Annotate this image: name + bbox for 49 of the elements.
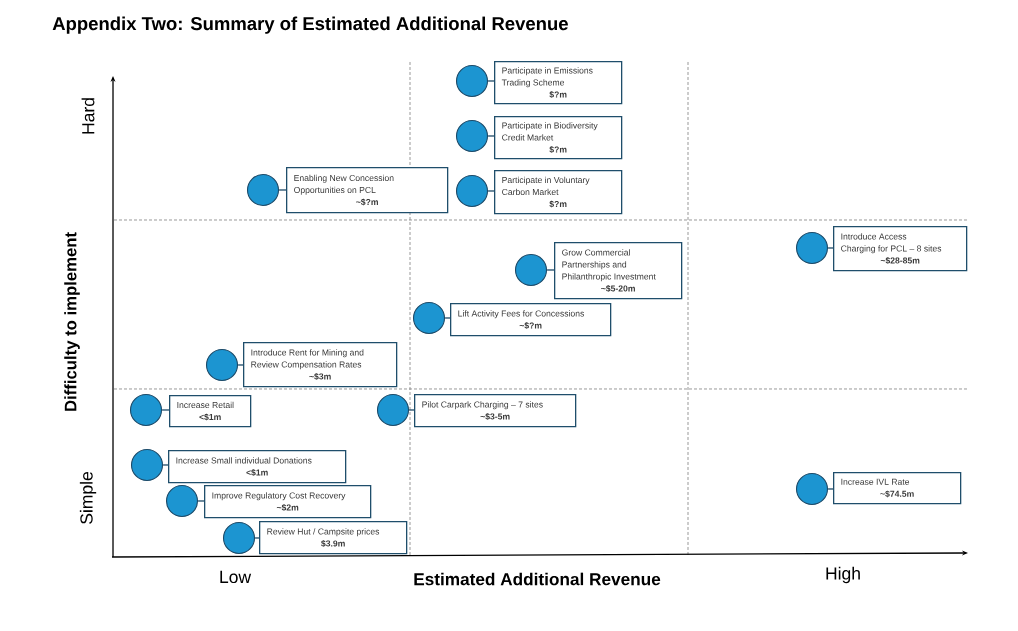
connector-line xyxy=(827,488,834,490)
circle-marker xyxy=(514,253,548,287)
revenue-option-box: Review Hut / Campsite prices $3.9m xyxy=(259,521,408,555)
connector-line xyxy=(237,364,244,366)
connector-line xyxy=(278,189,287,191)
connector-line xyxy=(487,80,495,82)
connector-line xyxy=(161,409,170,411)
revenue-option-box: Pilot Carpark Charging – 7 sites ~$3-5m xyxy=(414,394,577,428)
connector-line xyxy=(197,500,205,502)
revenue-option-box: Introduce Access Charging for PCL – 8 sites ~$28-85m xyxy=(833,226,968,272)
circle-marker xyxy=(795,231,829,265)
revenue-option-box: Participate in Voluntary Carbon Market $?m xyxy=(494,170,623,215)
revenue-option-box: Participate in Biodiversity Credit Market $?m xyxy=(494,116,623,160)
connector-line xyxy=(254,537,260,539)
circle-marker xyxy=(222,521,256,555)
axis-end-label: Simple xyxy=(79,472,97,524)
revenue-option-box: Increase Small individual Donations <$1m xyxy=(168,450,347,484)
revenue-option-box: Lift Activity Fees for Concessions ~$?m xyxy=(450,303,612,337)
revenue-option-box: Increase IVL Rate ~$74.5m xyxy=(833,472,962,505)
connector-line xyxy=(408,409,415,411)
axis-end-label: Low xyxy=(220,570,252,584)
circle-marker xyxy=(165,484,199,518)
circle-marker xyxy=(455,119,489,153)
revenue-option-box: Grow Commercial Partnerships and Philanthropic Investment ~$5-20m xyxy=(554,242,683,300)
revenue-option-box: Increase Retail <$1m xyxy=(169,395,252,428)
connector-line xyxy=(827,247,834,249)
circle-marker xyxy=(795,472,829,506)
revenue-option-box: Enabling New Concession Opportunities on PCL ~$?m xyxy=(286,167,449,214)
axis-title: Difficulty to implement xyxy=(64,232,80,411)
axis-title: Estimated Additional Revenue xyxy=(414,572,661,586)
circle-marker xyxy=(246,173,280,207)
connector-line xyxy=(487,190,495,192)
connector-line xyxy=(444,317,451,319)
revenue-option-box: Improve Regulatory Cost Recovery ~$2m xyxy=(204,485,372,519)
revenue-option-box: Participate in Emissions Trading Scheme $?m xyxy=(494,61,623,105)
circle-marker xyxy=(455,174,489,208)
revenue-option-box: Introduce Rent for Mining and Review Compensation Rates ~$3m xyxy=(243,342,398,388)
circle-marker xyxy=(129,393,163,427)
circle-marker xyxy=(205,348,239,382)
circle-marker xyxy=(130,448,164,482)
connector-line xyxy=(162,464,169,466)
circle-marker xyxy=(455,64,489,98)
axis-end-label: High xyxy=(826,566,860,584)
connector-line xyxy=(546,269,555,271)
circle-marker xyxy=(376,393,410,427)
connector-line xyxy=(487,135,495,137)
axis-end-label: Hard xyxy=(81,98,95,134)
diagram-title: Appendix Two: Summary of Estimated Additional Revenue xyxy=(52,16,568,34)
circle-marker xyxy=(412,301,446,335)
